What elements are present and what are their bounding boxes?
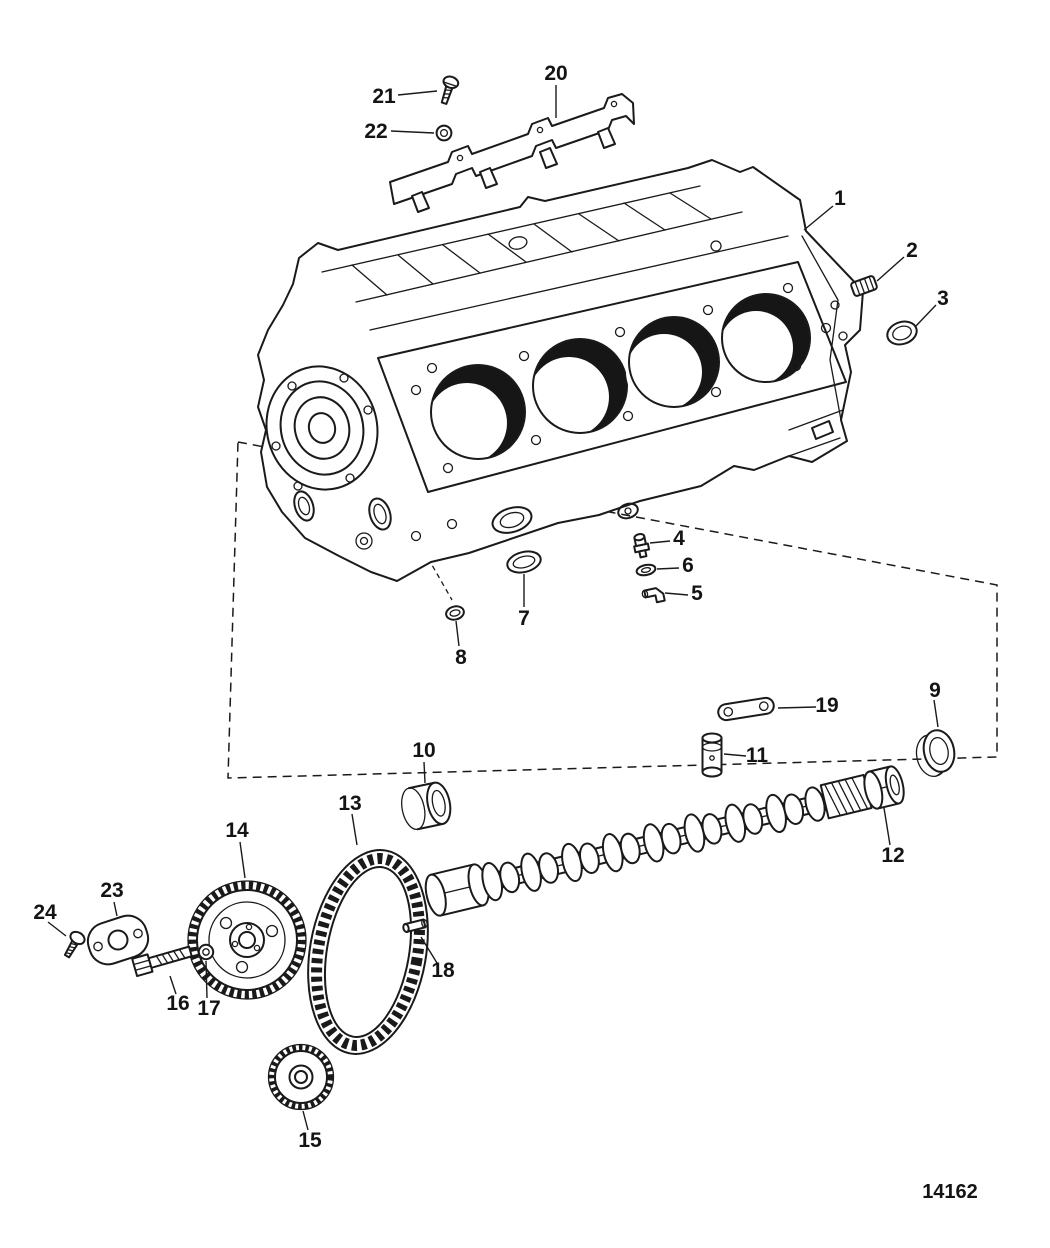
callout-8: 8 xyxy=(455,620,467,669)
callout-23: 23 xyxy=(100,879,124,917)
svg-text:5: 5 xyxy=(691,582,703,605)
svg-text:8: 8 xyxy=(455,646,467,669)
svg-text:10: 10 xyxy=(412,739,435,762)
callout-13: 13 xyxy=(338,792,362,846)
valve-lifter xyxy=(701,732,723,778)
svg-text:16: 16 xyxy=(166,992,189,1015)
svg-text:21: 21 xyxy=(372,85,396,108)
callouts: 1 2 3 4 5 6 7 8 9 10 11 12 13 14 15 16 1… xyxy=(33,62,949,1152)
callout-2: 2 xyxy=(876,239,918,282)
callout-11: 11 xyxy=(723,744,769,767)
svg-text:20: 20 xyxy=(544,62,567,85)
boundary-dashed-outline xyxy=(227,441,998,779)
svg-text:2: 2 xyxy=(906,239,918,262)
rear-mount-flange xyxy=(788,235,848,457)
camshaft xyxy=(424,765,905,917)
head-bolt-holes xyxy=(410,282,832,542)
thrust-plate xyxy=(717,696,775,722)
svg-text:14: 14 xyxy=(225,819,249,842)
svg-text:19: 19 xyxy=(815,694,838,717)
svg-text:22: 22 xyxy=(364,120,387,143)
sprocket-bolt xyxy=(131,945,193,978)
svg-text:4: 4 xyxy=(673,527,685,550)
head-gasket-face xyxy=(377,261,847,493)
callout-3: 3 xyxy=(914,287,949,328)
callout-10: 10 xyxy=(412,739,436,784)
deck-hole xyxy=(710,240,722,252)
cylinder-bore-4 xyxy=(719,293,811,385)
svg-text:6: 6 xyxy=(682,554,694,577)
callout-20: 20 xyxy=(544,62,568,118)
figure-number: 14162 xyxy=(922,1181,978,1203)
callout-9: 9 xyxy=(929,679,941,728)
elbow-fitting xyxy=(641,587,666,604)
plug-pin xyxy=(850,275,878,297)
svg-text:24: 24 xyxy=(33,901,57,924)
svg-text:11: 11 xyxy=(746,744,769,767)
callout-7: 7 xyxy=(518,574,530,630)
valley-deck-edges xyxy=(321,185,789,331)
callout-6: 6 xyxy=(656,554,694,577)
cam-distributor-gear xyxy=(819,773,873,820)
callout-14: 14 xyxy=(225,819,249,879)
crankshaft-sprocket xyxy=(267,1043,335,1111)
callout-18: 18 xyxy=(420,936,455,982)
baffle-screw xyxy=(440,75,460,105)
callout-19: 19 xyxy=(777,694,839,717)
cylinder-block xyxy=(257,159,864,582)
dowel-pin xyxy=(402,918,428,933)
cylinder-bore-1 xyxy=(427,364,526,463)
svg-text:13: 13 xyxy=(338,792,361,815)
svg-text:1: 1 xyxy=(834,187,846,210)
camshaft-sprocket xyxy=(187,880,307,1000)
callout-21: 21 xyxy=(372,85,438,108)
svg-text:18: 18 xyxy=(431,959,455,982)
svg-text:3: 3 xyxy=(937,287,949,310)
cam-lobes xyxy=(481,786,826,902)
skirt-core-plug-bosses xyxy=(491,502,639,534)
valley-oil-hole xyxy=(508,236,528,250)
callout-17: 17 xyxy=(197,960,221,1020)
timing-chain xyxy=(307,849,429,1055)
cylinder-bore-3 xyxy=(626,316,720,410)
cover-plate xyxy=(86,914,150,966)
camshaft-bearing xyxy=(915,729,956,778)
svg-text:12: 12 xyxy=(881,844,904,867)
svg-text:9: 9 xyxy=(929,679,941,702)
callout-4: 4 xyxy=(649,527,685,550)
bushing xyxy=(401,781,452,831)
callout-24: 24 xyxy=(33,901,67,937)
svg-text:17: 17 xyxy=(197,997,220,1020)
expansion-plug xyxy=(886,320,918,346)
callout-12: 12 xyxy=(881,807,905,867)
pipe-plug xyxy=(445,605,465,621)
svg-text:15: 15 xyxy=(298,1129,322,1152)
valley-ribs xyxy=(351,192,712,296)
cylinder-bore-2 xyxy=(529,338,628,437)
callout-5: 5 xyxy=(664,582,703,605)
front-bell-flange xyxy=(265,365,392,550)
fitting-washer xyxy=(635,563,657,577)
callout-22: 22 xyxy=(364,120,435,143)
dashed-leader-to-plug-8 xyxy=(427,557,453,601)
bolt-washer xyxy=(197,943,215,961)
callout-16: 16 xyxy=(166,975,190,1015)
baffle-washer xyxy=(435,124,453,142)
lifter-valley-baffle xyxy=(389,93,635,213)
callout-1: 1 xyxy=(803,187,846,231)
plate-screw xyxy=(63,930,86,959)
oval-expansion-plug xyxy=(506,550,542,574)
callout-15: 15 xyxy=(298,1110,322,1152)
oil-fitting xyxy=(633,533,651,559)
svg-text:7: 7 xyxy=(518,607,530,630)
svg-text:23: 23 xyxy=(100,879,123,902)
